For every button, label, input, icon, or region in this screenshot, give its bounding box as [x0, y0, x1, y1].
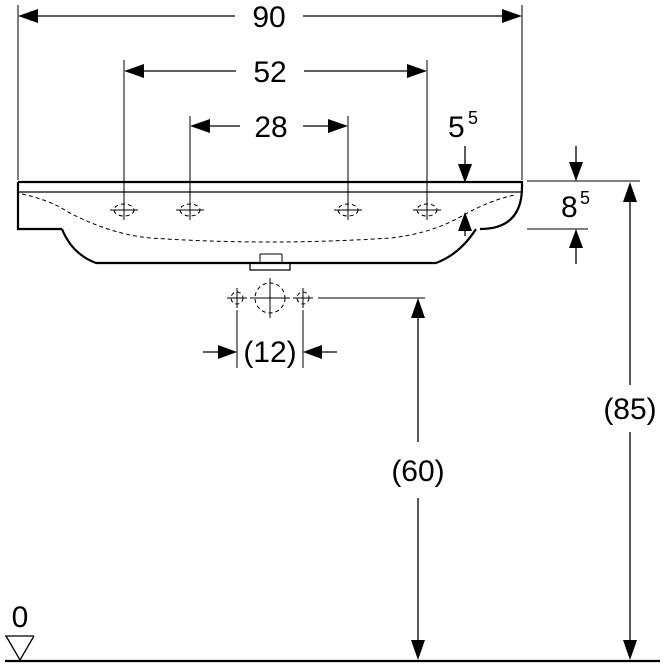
drain-outlet [249, 263, 291, 271]
connection-center [250, 278, 290, 318]
basin-outline [16, 180, 524, 271]
dimension-label-52: 52 [253, 56, 286, 89]
arrow-left [124, 64, 144, 78]
arrow-down [569, 162, 583, 181]
dimension-label-8: 8 [561, 191, 578, 224]
tap-hole-1 [110, 200, 138, 220]
dimension-label-85: (85) [603, 393, 656, 426]
arrow-right [328, 119, 348, 133]
drain-connection-symbols [227, 278, 425, 318]
connection-right [293, 288, 313, 308]
tap-hole-4 [413, 200, 441, 220]
arrow-down [623, 640, 637, 660]
dimension-rim-height: 8 5 [527, 146, 640, 264]
level-triangle-icon [5, 635, 35, 662]
arrow-right [218, 345, 237, 359]
arrow-up [411, 298, 425, 318]
arrow-left [190, 119, 210, 133]
dimension-label-5-superscript: 5 [468, 108, 478, 128]
dimension-label-90: 90 [252, 1, 285, 34]
arrow-up [569, 229, 583, 248]
dimension-label-28: 28 [254, 111, 287, 144]
dimension-drain-height: (60) [391, 298, 445, 660]
bowl-inner-contour [21, 193, 516, 243]
dimension-total-height: (85) [603, 182, 657, 660]
dimension-outer-holes: 52 [123, 56, 428, 210]
arrow-up [623, 182, 637, 202]
arrow-right [502, 9, 522, 23]
dimension-label-12: (12) [243, 336, 296, 369]
basin-rim [16, 180, 524, 231]
dimension-rim-offset: 5 5 [448, 108, 478, 236]
dimension-drain-spacing: (12) [203, 310, 337, 369]
dimension-label-60: (60) [391, 455, 444, 488]
tap-hole-3 [334, 200, 362, 220]
floor-level-label: 0 [12, 601, 29, 634]
dimension-label-5: 5 [448, 111, 465, 144]
arrow-down [411, 640, 425, 660]
dimension-overall-width: 90 [17, 1, 523, 180]
tap-holes [110, 200, 441, 220]
arrow-up [458, 212, 472, 231]
tap-hole-2 [176, 200, 204, 220]
arrow-right [407, 64, 427, 78]
basin-bowl [60, 228, 477, 265]
arrow-down [458, 164, 472, 183]
dimension-inner-holes: 28 [189, 111, 349, 210]
arrow-left [303, 345, 322, 359]
arrow-left [18, 9, 38, 23]
floor-level: 0 [5, 601, 660, 663]
connection-left [227, 288, 247, 308]
dimension-label-8-superscript: 5 [580, 188, 590, 208]
